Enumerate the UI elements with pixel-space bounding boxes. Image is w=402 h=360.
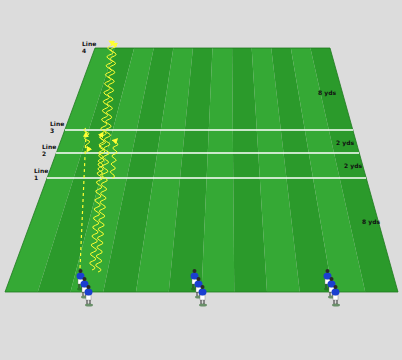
player-shorts [333, 295, 338, 300]
player-leg [197, 292, 198, 296]
distance-label: 8 yds [318, 89, 336, 96]
dribble-path [84, 128, 90, 150]
player-shadow [199, 304, 207, 307]
player-head [201, 285, 205, 289]
dribble-path [110, 140, 118, 178]
player-shirt [85, 289, 93, 296]
player-head [193, 269, 197, 273]
player-leg [204, 300, 205, 304]
line-label: Line 3 [50, 120, 64, 134]
player-leg [326, 284, 327, 288]
player-head [330, 277, 334, 281]
distance-label: 2 yds [336, 139, 354, 146]
dribble-path [98, 134, 104, 175]
line-3 [65, 129, 353, 131]
grass-stripes [5, 48, 398, 292]
pass-arrow [80, 134, 86, 268]
grass-stripe [310, 48, 398, 292]
player-leg [79, 284, 80, 288]
player-leg [330, 292, 331, 296]
player-shirt [199, 289, 207, 296]
player-leg [337, 300, 338, 304]
player-leg [334, 300, 335, 304]
player-leg [87, 300, 88, 304]
player-head [334, 285, 338, 289]
line-1 [47, 177, 366, 179]
player-head [326, 269, 330, 273]
player-shirt [332, 289, 340, 296]
player-shorts [86, 295, 91, 300]
dribble-path [96, 44, 117, 272]
player-head [87, 285, 91, 289]
player-shadow [332, 304, 340, 307]
dribble-paths [84, 42, 118, 272]
distance-label: 8 yds [362, 218, 380, 225]
line-label: Line 1 [34, 167, 48, 181]
player-leg [201, 300, 202, 304]
players [77, 269, 341, 307]
player-shadow [85, 304, 93, 307]
player-head [79, 269, 83, 273]
player-head [197, 277, 201, 281]
player-leg [83, 292, 84, 296]
line-label: Line 4 [82, 40, 96, 54]
player-leg [193, 284, 194, 288]
player-shorts [200, 295, 205, 300]
field-edge [5, 48, 398, 292]
player-leg [90, 300, 91, 304]
player-head [83, 277, 87, 281]
distance-label: 2 yds [344, 162, 362, 169]
grass-stripe [202, 48, 235, 292]
line-label: Line 2 [42, 143, 56, 157]
